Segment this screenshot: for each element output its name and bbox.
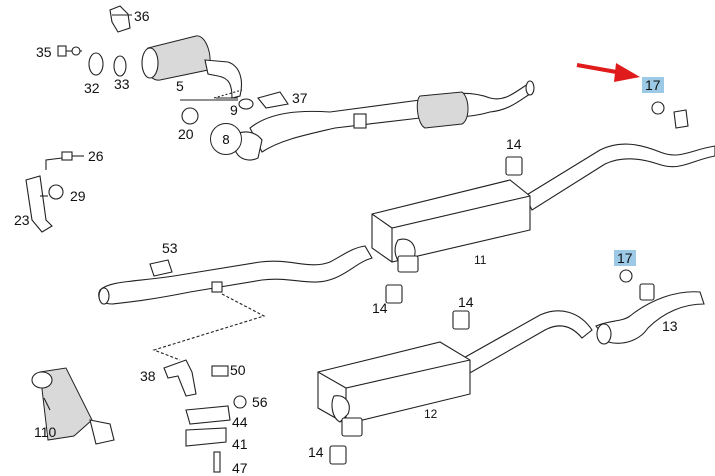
red-arrow-icon — [576, 63, 640, 82]
callout-35: 35 — [36, 44, 52, 60]
nut-20 — [181, 107, 199, 125]
catalytic-converter-110 — [31, 367, 115, 445]
callout-38: 38 — [140, 368, 156, 384]
callout-36: 36 — [134, 8, 150, 24]
callout-37: 37 — [292, 90, 308, 106]
clamp-32 — [88, 52, 104, 76]
callout-17-highlighted: 17 — [642, 77, 664, 93]
callout-14-rear: 14 — [458, 294, 474, 310]
callout-8: 8 — [210, 123, 242, 155]
callout-47: 47 — [232, 460, 248, 476]
rear-muffler-12 — [317, 310, 593, 437]
callout-29: 29 — [70, 188, 86, 204]
callout-14-middle: 14 — [372, 300, 388, 316]
pre-catalyst — [141, 35, 243, 99]
callout-23: 23 — [14, 212, 30, 228]
clip-37 — [257, 91, 289, 109]
callout-26: 26 — [88, 148, 104, 164]
callout-17-lower-highlighted: 17 — [614, 250, 636, 266]
clamp-33 — [113, 55, 127, 77]
rubber-mount-14a — [505, 156, 523, 176]
rubber-mount-14d — [329, 445, 347, 465]
callout-5: 5 — [176, 78, 184, 94]
callout-56: 56 — [252, 394, 268, 410]
callout-13: 13 — [662, 318, 678, 334]
callout-11: 11 — [474, 253, 487, 267]
callout-33: 33 — [114, 76, 130, 92]
bracket-23 — [25, 151, 84, 233]
intermediate-pipe — [98, 245, 373, 305]
front-exhaust-pipe — [235, 80, 535, 161]
callout-53: 53 — [162, 240, 178, 256]
callout-20: 20 — [178, 126, 194, 142]
callout-12: 12 — [424, 407, 438, 421]
callout-110: 110 — [34, 424, 57, 440]
callout-50: 50 — [230, 362, 246, 378]
bracket-38 — [163, 359, 247, 473]
bolt-35 — [57, 45, 82, 57]
callout-41: 41 — [232, 436, 248, 452]
callout-44: 44 — [232, 414, 248, 430]
callout-32: 32 — [84, 80, 100, 96]
gasket-9 — [238, 98, 254, 110]
clip-36 — [109, 5, 132, 33]
rubber-mount-14b — [385, 284, 403, 304]
rubber-mount-14c — [452, 310, 470, 330]
callout-14-top: 14 — [506, 136, 522, 152]
rubber-mount-17a-hanger — [673, 109, 689, 129]
callout-14-bottom: 14 — [308, 444, 324, 460]
callout-9: 9 — [230, 102, 238, 118]
rubber-mount-17a — [651, 101, 665, 115]
center-muffler-11 — [371, 143, 715, 273]
tail-pipe-13 — [595, 269, 705, 345]
